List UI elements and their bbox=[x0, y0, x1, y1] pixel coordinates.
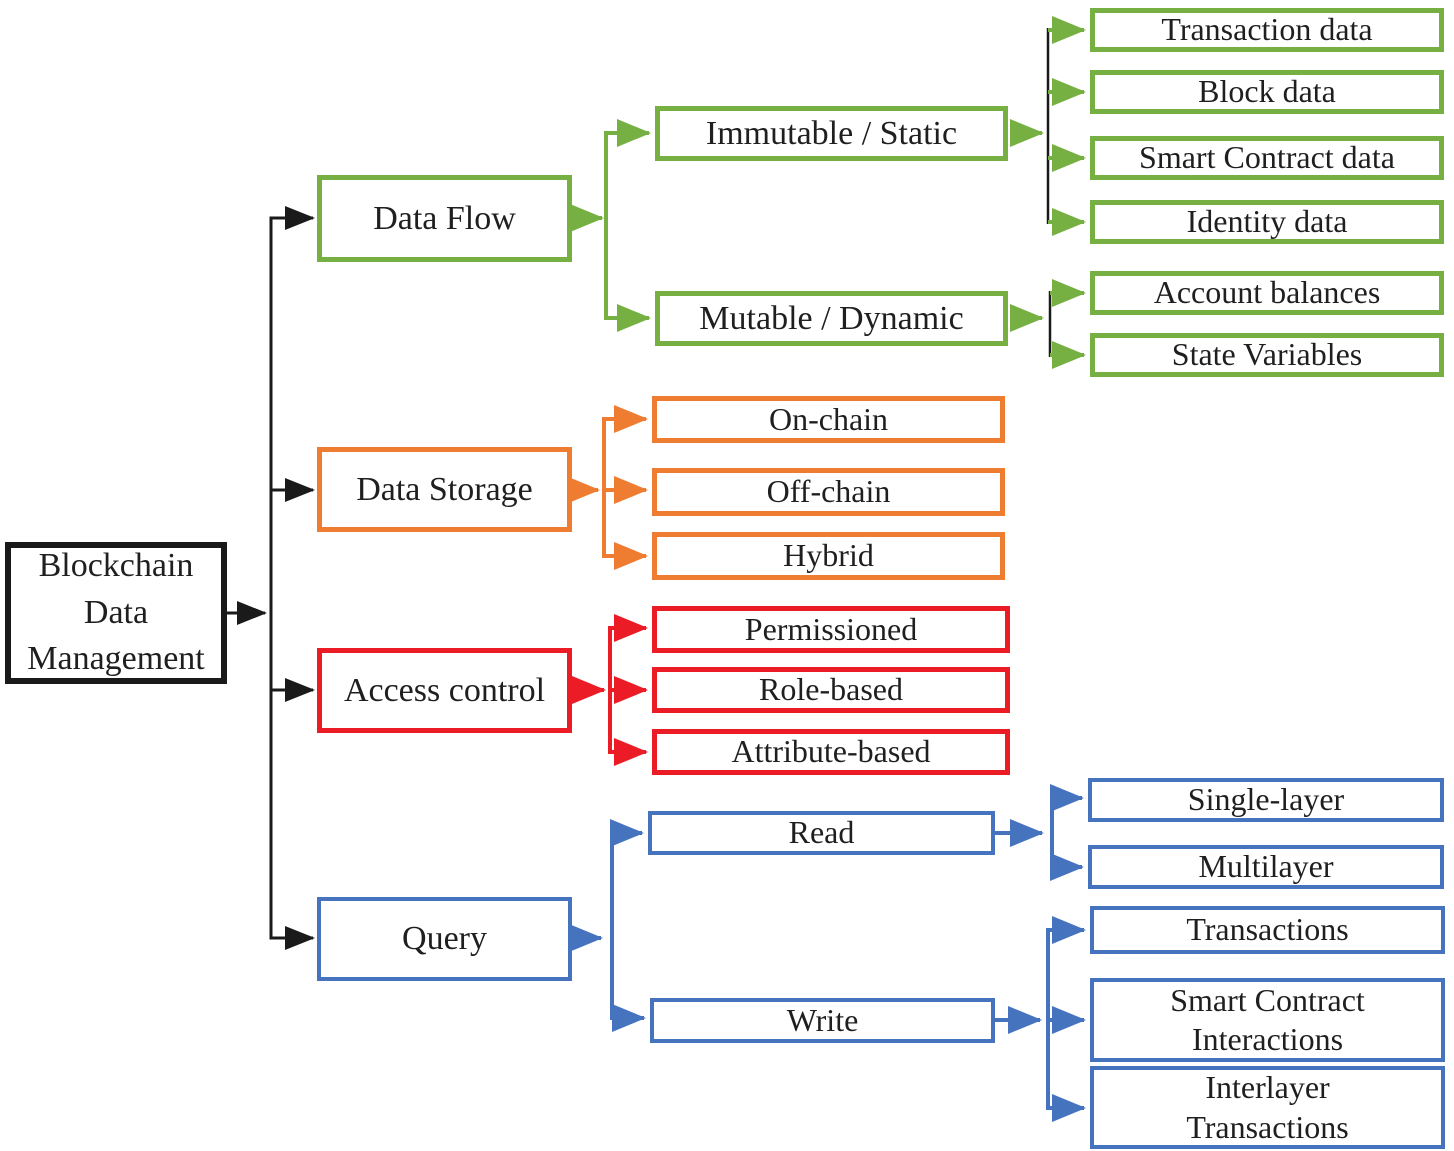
node-interlayer-transactions: Interlayer Transactions bbox=[1090, 1066, 1445, 1149]
node-data-flow: Data Flow bbox=[317, 175, 572, 262]
node-role-based: Role-based bbox=[652, 667, 1010, 713]
node-single-layer: Single-layer bbox=[1088, 778, 1444, 822]
node-blockchain-data-management: Blockchain Data Management bbox=[5, 542, 227, 684]
node-transaction-data: Transaction data bbox=[1090, 8, 1444, 52]
node-attribute-based: Attribute-based bbox=[652, 729, 1010, 775]
node-immutable-static: Immutable / Static bbox=[655, 106, 1008, 161]
node-block-data: Block data bbox=[1090, 70, 1444, 114]
node-access-control: Access control bbox=[317, 648, 572, 733]
node-mutable-dynamic: Mutable / Dynamic bbox=[655, 291, 1008, 346]
node-multilayer: Multilayer bbox=[1088, 845, 1444, 889]
node-account-balances: Account balances bbox=[1090, 271, 1444, 315]
node-identity-data: Identity data bbox=[1090, 200, 1444, 244]
node-read: Read bbox=[648, 811, 995, 855]
node-off-chain: Off-chain bbox=[652, 468, 1005, 516]
node-state-variables: State Variables bbox=[1090, 333, 1444, 377]
node-write: Write bbox=[650, 998, 995, 1043]
node-hybrid: Hybrid bbox=[652, 532, 1005, 580]
node-transactions: Transactions bbox=[1090, 906, 1445, 954]
node-smart-contract-data: Smart Contract data bbox=[1090, 136, 1444, 180]
node-data-storage: Data Storage bbox=[317, 447, 572, 532]
node-smart-contract-interactions: Smart Contract Interactions bbox=[1090, 978, 1445, 1062]
node-permissioned: Permissioned bbox=[652, 606, 1010, 653]
node-query: Query bbox=[317, 897, 572, 981]
node-on-chain: On-chain bbox=[652, 396, 1005, 443]
